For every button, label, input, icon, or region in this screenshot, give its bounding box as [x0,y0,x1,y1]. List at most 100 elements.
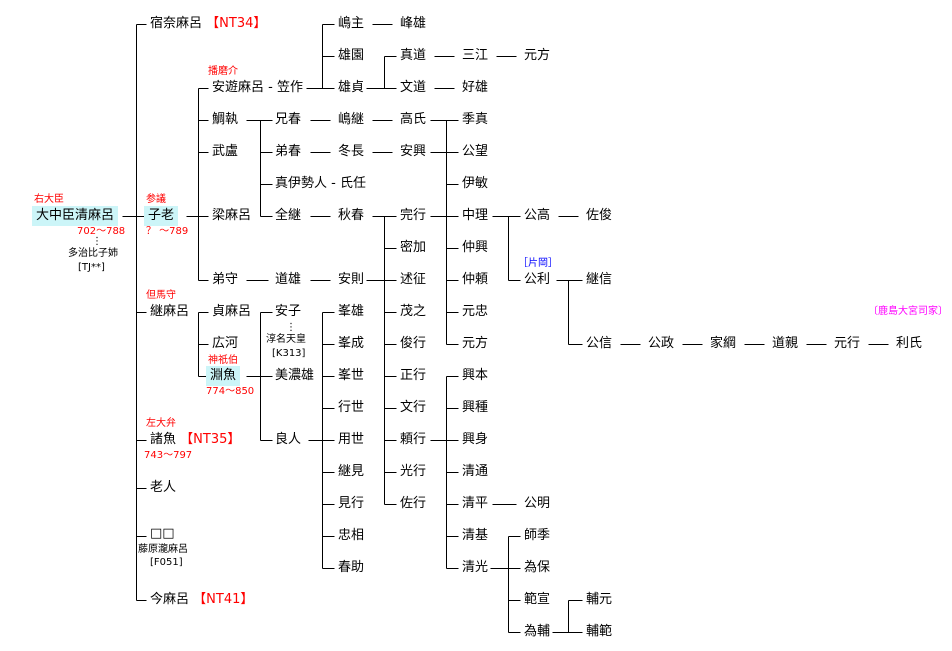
person-hirokawa[interactable]: 広河 [212,336,239,351]
person-koo[interactable]: 子老 [144,206,179,226]
person-michio[interactable]: 道雄 [275,272,302,287]
person-ietsuna[interactable]: 家綱 [710,336,737,351]
person-takauji[interactable]: 高氏 [400,112,427,127]
person-mie[interactable]: 三江 [462,48,489,63]
person-yasunori[interactable]: 安則 [338,272,365,287]
person-motokata1[interactable]: 元方 [524,48,551,63]
person-koretoshi[interactable]: 伊敏 [462,176,489,191]
person-kanyuki[interactable]: 完行 [400,208,427,223]
person-jutsusei[interactable]: 述征 [400,272,427,287]
person-fuchina[interactable]: 淵魚 [206,366,241,386]
person-toshiyuki[interactable]: 俊行 [400,336,427,351]
person-okimoto[interactable]: 興本 [462,368,489,383]
title-label: 播磨介 [208,66,238,77]
person-takemi[interactable]: 武盧 [212,144,239,159]
person-shigeyuki[interactable]: 茂之 [400,304,427,319]
person-kiyomoto[interactable]: 清基 [462,528,489,543]
person-masayuki[interactable]: 正行 [400,368,427,383]
person-tsugumi[interactable]: 継見 [338,464,365,479]
person-kiminobu[interactable]: 公信 [586,336,613,351]
person-nakayori[interactable]: 仲頼 [462,272,489,287]
person-mitsuka[interactable]: 密加 [400,240,427,255]
years-label: ？ ～789 [146,226,189,237]
person-toshiuji[interactable]: 利氏 [896,336,923,351]
person-harusuke[interactable]: 春助 [338,560,365,575]
person-yoriyuki[interactable]: 頼行 [400,432,427,447]
person-suketoshi[interactable]: 佐俊 [586,208,613,223]
person-tadasuke[interactable]: 忠相 [338,528,365,543]
person-kiyomichi[interactable]: 清通 [462,464,489,479]
person-tsugunobu[interactable]: 継信 [586,272,613,287]
code-label: 【NT41】 [193,592,254,607]
person-kimitaka[interactable]: 公高 [524,208,551,223]
person-fuyunaga[interactable]: 冬長 [338,144,365,159]
person-kimiaki[interactable]: 公明 [524,496,551,511]
person-motoyuki[interactable]: 元行 [834,336,861,351]
person-minoo[interactable]: 峰雄 [400,16,427,31]
person-mitsuyuki[interactable]: 光行 [400,464,427,479]
person-kiyomaro[interactable]: 大中臣清麻呂 [32,206,119,226]
title-label: 但馬守 [146,290,176,301]
person-motokata2[interactable]: 元方 [462,336,489,351]
person-maise[interactable]: 真伊勢人 - 氏任 [275,176,366,191]
person-shimanushi[interactable]: 嶋主 [338,16,365,31]
person-mamichi[interactable]: 真道 [400,48,427,63]
person-tsugumaro[interactable]: 継麻呂 [150,304,190,319]
person-fumimichi[interactable]: 文道 [400,80,427,95]
person-sadamaro[interactable]: 貞麻呂 [212,304,252,319]
person-yanamaro[interactable]: 梁麻呂 [212,208,252,223]
spouse-label: 多治比子姉 [68,248,118,259]
person-sukenori[interactable]: 輔範 [586,624,613,639]
person-kiyohira[interactable]: 清平 [462,496,489,511]
person-akiharu[interactable]: 秋春 [338,208,365,223]
person-taitori[interactable]: 鯛執 [212,112,239,127]
person-motota[interactable]: 元忠 [462,304,489,319]
person-osada[interactable]: 雄貞 [338,80,365,95]
name: 諸魚 [150,432,177,447]
person-fumiyuki[interactable]: 文行 [400,400,427,415]
person-suezane[interactable]: 季真 [462,112,489,127]
person-moroo[interactable]: 諸魚 【NT35】 [150,432,240,448]
person-yasuko[interactable]: 安子 [275,304,302,319]
person-mineo[interactable]: 峯雄 [338,304,365,319]
person-otoharu[interactable]: 弟春 [275,144,302,159]
person-norinobu[interactable]: 範宣 [524,592,551,607]
person-mochiyo[interactable]: 用世 [338,432,365,447]
years-label: 743～797 [144,450,193,461]
person-minoo2[interactable]: 美濃雄 [275,368,315,383]
person-tamesuke[interactable]: 為輔 [524,624,551,639]
person-asobimaro[interactable]: 安遊麻呂 - 笠作 [212,80,303,95]
person-yoshito[interactable]: 良人 [275,432,302,447]
person-zentsugu[interactable]: 全継 [275,208,302,223]
person-kimimochi[interactable]: 公望 [462,144,489,159]
person-okimi[interactable]: 興身 [462,432,489,447]
person-imamaro[interactable]: 今麻呂 【NT41】 [150,592,253,608]
person-kimitoshi[interactable]: 公利 [524,272,551,287]
person-tameyasu[interactable]: 為保 [524,560,551,575]
person-otomori[interactable]: 弟守 [212,272,239,287]
person-nakaoki[interactable]: 仲興 [462,240,489,255]
code-label: [TJ**] [78,262,105,273]
person-okitane[interactable]: 興種 [462,400,489,415]
person-sukunamaro[interactable]: 宿奈麻呂 【NT34】 [150,16,266,32]
person-yukiyo[interactable]: 行世 [338,400,365,415]
person-sukeyuki[interactable]: 佐行 [400,496,427,511]
person-yasuoki[interactable]: 安興 [400,144,427,159]
person-oito[interactable]: 老人 [150,480,177,495]
person-shimatsugu[interactable]: 嶋継 [338,112,365,127]
person-kimimasa[interactable]: 公政 [648,336,675,351]
person-yoshio[interactable]: 好雄 [462,80,489,95]
person-oso[interactable]: 雄園 [338,48,365,63]
person-minenari[interactable]: 峯成 [338,336,365,351]
person-sukemoto[interactable]: 輔元 [586,592,613,607]
person-kiyomitsu[interactable]: 清光 [462,560,489,575]
person-eharu[interactable]: 兄春 [275,112,302,127]
person-morosue[interactable]: 師季 [524,528,551,543]
person-nakamasa[interactable]: 中理 [462,208,489,223]
person-unknown[interactable]: □□ [150,526,175,541]
person-michichika[interactable]: 道親 [772,336,799,351]
person-miyuki[interactable]: 見行 [338,496,365,511]
note-label: 藤原瀧麻呂 [138,544,188,555]
person-mineyo[interactable]: 峯世 [338,368,365,383]
